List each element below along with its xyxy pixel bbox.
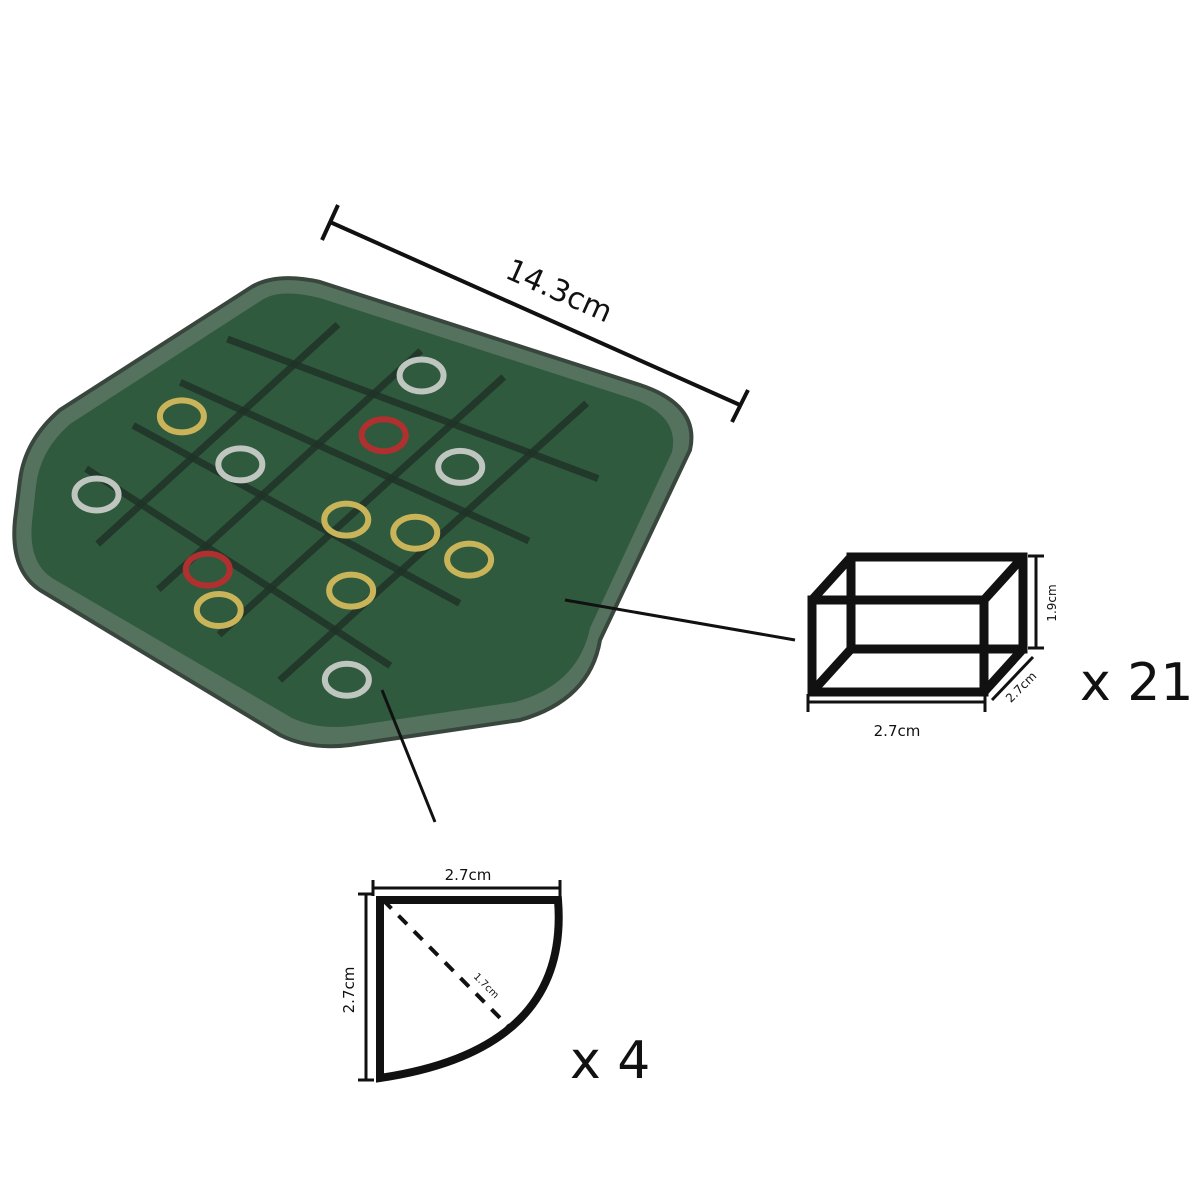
corner-height-label: 2.7cm [340,967,358,1014]
tray-width-label: 14.3cm [500,252,617,330]
ring [182,550,233,589]
corner-width-label: 2.7cm [445,866,492,884]
tray-width-dimension [320,204,750,423]
corner-compartment-leader [380,689,437,823]
ring [435,447,486,486]
square-compartment-leader [564,598,796,642]
ring [321,660,372,699]
ring [326,571,377,610]
jewelry-tray [12,276,694,749]
divider [131,422,462,607]
ring [444,540,495,579]
corner-compartment-diagram [358,880,563,1083]
ring [390,513,441,552]
divider [156,348,424,592]
ring [156,397,207,436]
ring [71,475,122,514]
ring [358,416,409,455]
ring [396,356,447,395]
divider [178,379,531,545]
box-dimension-lines [806,554,1044,712]
ring [321,500,372,539]
box-height-label: 1.9cm [1045,584,1059,621]
divider [226,335,600,482]
box-count-label: x 21 [1080,653,1193,713]
box-width-label: 2.7cm [874,722,921,740]
ring [215,445,266,484]
corner-count-label: x 4 [570,1031,650,1091]
divider [84,465,393,669]
divider [95,322,341,547]
box-depth-label: 2.7cm [1003,669,1039,705]
corner-radius-label: 1.7cm [471,971,501,1001]
square-compartment-diagram [807,552,1028,697]
ring [193,590,244,629]
rings [71,356,495,699]
